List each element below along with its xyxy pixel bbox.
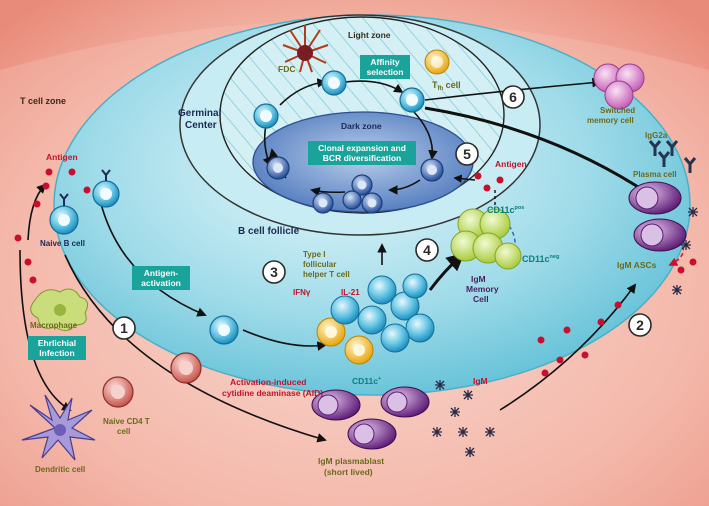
affinity-selection-box: Affinity selection [360,55,410,79]
affinity-label-2: selection [367,67,404,77]
igm-pentamers-bottom [432,380,495,457]
naive-cd4-label-2: cell [117,427,130,436]
naive-cd4-t-cell [102,376,134,408]
naive-b-cell-label: Naive B cell [40,239,85,248]
antigen-activation-label-2: activation [141,278,181,288]
clonal-label-2: BCR diversification [323,153,401,163]
clonal-label-1: Clonal expansion and [318,143,406,153]
switched-memory-label-1: Switched [600,106,635,115]
aid-label-1: Activation-induced [230,377,307,387]
cd11c-plus-label: CD11c+ [352,376,381,386]
ifn-gamma-label: IFNγ [293,288,311,297]
step-5: 5 [455,142,479,166]
svg-text:5: 5 [463,146,471,162]
antigen-label-right: Antigen [495,159,527,169]
clonal-expansion-box: Clonal expansion and BCR diversification [308,141,416,165]
igm-plasmablast-label-1: IgM plasmablast [318,456,384,466]
igm-pentamers-right [672,207,698,295]
fdc-label: FDC [278,64,295,74]
svg-text:6: 6 [509,89,517,105]
igm-memory-label-1: IgM [471,274,486,284]
type1-label-1: Type I [303,250,326,259]
plasmablast-to-ascs-arrow [499,283,637,411]
cd11c-pos-label: CD11cpos [487,205,524,215]
switched-memory-label-2: memory cell [587,116,634,125]
svg-text:3: 3 [270,264,278,280]
plasma-cell-label: Plasma cell [633,170,677,179]
igm-plasmablasts [311,386,430,450]
switched-memory-cells [593,63,645,110]
antigen-entry-arrow [453,174,476,183]
macrophage [30,288,89,331]
dendritic-cell [21,394,96,461]
igm-memory-label-3: Cell [473,294,489,304]
germinal-center-label-1: Germinal [178,108,222,119]
step-1: 1 [112,316,136,340]
ehrlichial-infection-box: Ehrlichial Infection [28,336,86,360]
germinal-center-label-2: Center [185,120,217,131]
aid-cell [170,352,202,384]
light-zone-label: Light zone [348,30,391,40]
ehrlichial-label-1: Ehrlichial [38,338,76,348]
dark-zone-b-cells [266,156,444,214]
igg2a-label: IgG2a [645,131,668,140]
antigen-activated-b-cell [92,169,120,208]
igm-label: IgM [473,376,488,386]
cd11c-neg-label: CD11cneg [522,254,559,264]
il21-label: IL-21 [341,288,360,297]
dark-zone-label: Dark zone [341,121,382,131]
igm-plasmablast-label-2: (short lived) [324,467,373,477]
step-4: 4 [415,238,439,262]
light-zone-b-cells [253,70,425,129]
antigen-label-left: Antigen [46,152,78,162]
macrophage-label: Macrophage [30,321,78,330]
t-cell-zone-label: T cell zone [20,96,66,106]
naive-cd4-label-1: Naive CD4 T [103,417,150,426]
svg-text:4: 4 [423,242,431,258]
fdc-cell [282,25,329,73]
svg-text:1: 1 [120,320,128,336]
ehrlichial-label-2: Infection [39,348,74,358]
antigen-particles [14,168,697,377]
igm-ascs-label: IgM ASCs [617,260,657,270]
activated-b-cell [209,315,239,345]
tfh-b-cell-cluster [316,273,435,365]
plasma-cells-right [628,181,687,252]
aid-label-2: cytidine deaminase (AID) [222,388,323,398]
type1-label-2: follicular [303,260,336,269]
dendritic-cell-label: Dendritic cell [35,465,85,474]
step-3: 3 [262,260,286,284]
antigen-activation-label-1: Antigen- [144,268,179,278]
svg-text:2: 2 [636,317,644,333]
b-cell-follicle-label: B cell follicle [238,226,300,237]
igm-memory-label-2: Memory [466,284,499,294]
tfh-label: Tfh cell [432,80,461,92]
step-2: 2 [628,313,652,337]
step-6: 6 [501,85,525,109]
igm-memory-cells [450,208,522,270]
naive-b-cell [49,193,79,235]
type1-label-3: helper T cell [303,270,350,279]
affinity-label-1: Affinity [370,57,400,67]
igg2a-antibodies [648,140,697,173]
antigen-activation-box: Antigen- activation [132,266,190,290]
